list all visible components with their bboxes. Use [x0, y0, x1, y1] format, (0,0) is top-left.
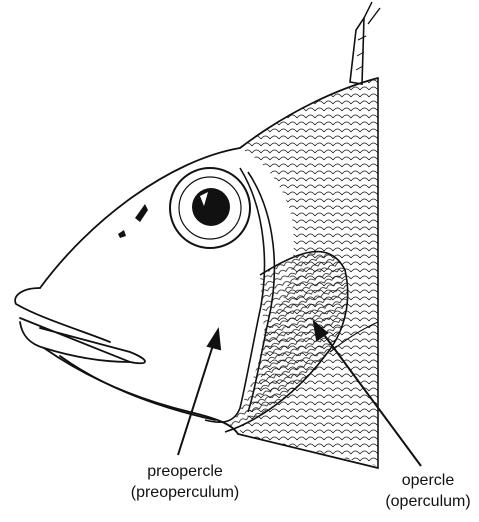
preopercle-alt-name: (preoperculum) — [130, 482, 240, 503]
opercle-alt-name: (operculum) — [380, 491, 476, 512]
eye — [170, 168, 250, 248]
nostrils — [118, 204, 148, 238]
opercle-name: opercle — [380, 470, 476, 491]
dorsal-fin-spine — [350, 2, 380, 84]
opercle-label: opercle (operculum) — [380, 470, 476, 512]
preopercle-label: preopercle (preoperculum) — [130, 461, 240, 503]
preopercle-name: preopercle — [130, 461, 240, 482]
